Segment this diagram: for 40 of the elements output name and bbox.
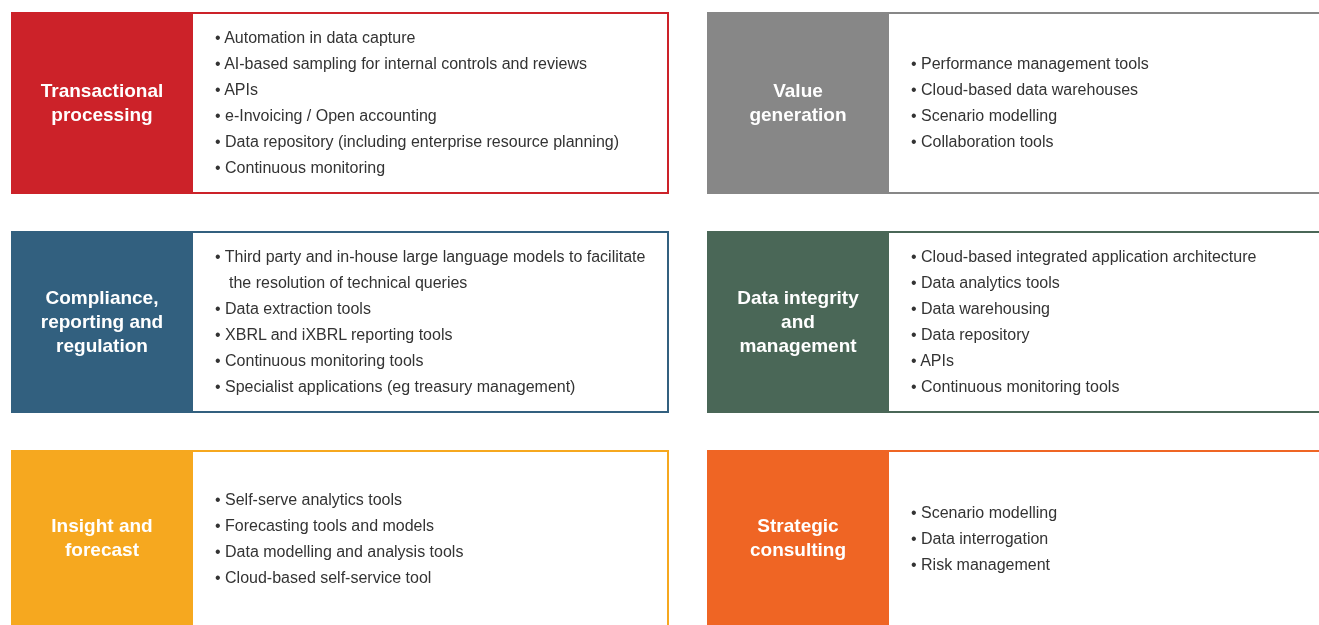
list-item: • Forecasting tools and models	[215, 515, 436, 536]
category-heading: Compliance, reporting and regulation	[11, 231, 193, 413]
list-item: • APIs	[911, 351, 955, 371]
list-item: • Data interrogation	[911, 528, 1050, 549]
category-heading: Value generation	[707, 12, 889, 194]
category-heading: Data integrity and management	[707, 231, 889, 413]
list-item: • Collaboration tools	[911, 132, 1055, 152]
list-item: • Specialist applications (eg treasury management)	[215, 377, 577, 397]
list-item: • Scenario modelling	[911, 502, 1058, 523]
list-item: • Risk management	[911, 554, 1051, 575]
category-heading: Transactional processing	[11, 12, 193, 194]
list-item: • Self-serve analytics tools	[215, 489, 403, 510]
category-card	[11, 12, 669, 194]
list-item: • Data warehousing	[911, 299, 1051, 319]
category-heading: Insight and forecast	[11, 450, 193, 625]
list-item: • AI-based sampling for internal controls and reviews	[215, 54, 588, 74]
list-item: • Third party and in-house large language models to facilitate the resolution of technical queries	[215, 247, 647, 293]
category-card	[707, 450, 1319, 625]
list-item: • Cloud-based self-service tool	[215, 567, 433, 588]
list-item: • Data repository (including enterprise resource planning)	[215, 132, 620, 152]
list-item: • Cloud-based integrated application architecture	[911, 247, 1257, 267]
list-item: • Continuous monitoring tools	[215, 351, 425, 371]
list-item: • Performance management tools	[911, 54, 1149, 74]
list-item: • XBRL and iXBRL reporting tools	[215, 325, 454, 345]
list-item: • Continuous monitoring tools	[911, 377, 1121, 397]
category-card	[707, 12, 1319, 194]
category-card	[707, 231, 1319, 413]
list-item: • Data analytics tools	[911, 273, 1061, 293]
list-item: • Continuous monitoring	[215, 158, 387, 178]
list-item: • Cloud-based data warehouses	[911, 80, 1140, 100]
list-item: • APIs	[215, 80, 259, 100]
list-item: • e-Invoicing / Open accounting	[215, 106, 438, 126]
list-item: • Data modelling and analysis tools	[215, 541, 464, 562]
category-heading: Strategic consulting	[707, 450, 889, 625]
category-card	[11, 231, 669, 413]
category-card	[11, 450, 669, 625]
list-item: • Automation in data capture	[215, 28, 417, 48]
list-item: • Data repository	[911, 325, 1031, 345]
list-item: • Data extraction tools	[215, 299, 372, 319]
list-item: • Scenario modelling	[911, 106, 1059, 126]
